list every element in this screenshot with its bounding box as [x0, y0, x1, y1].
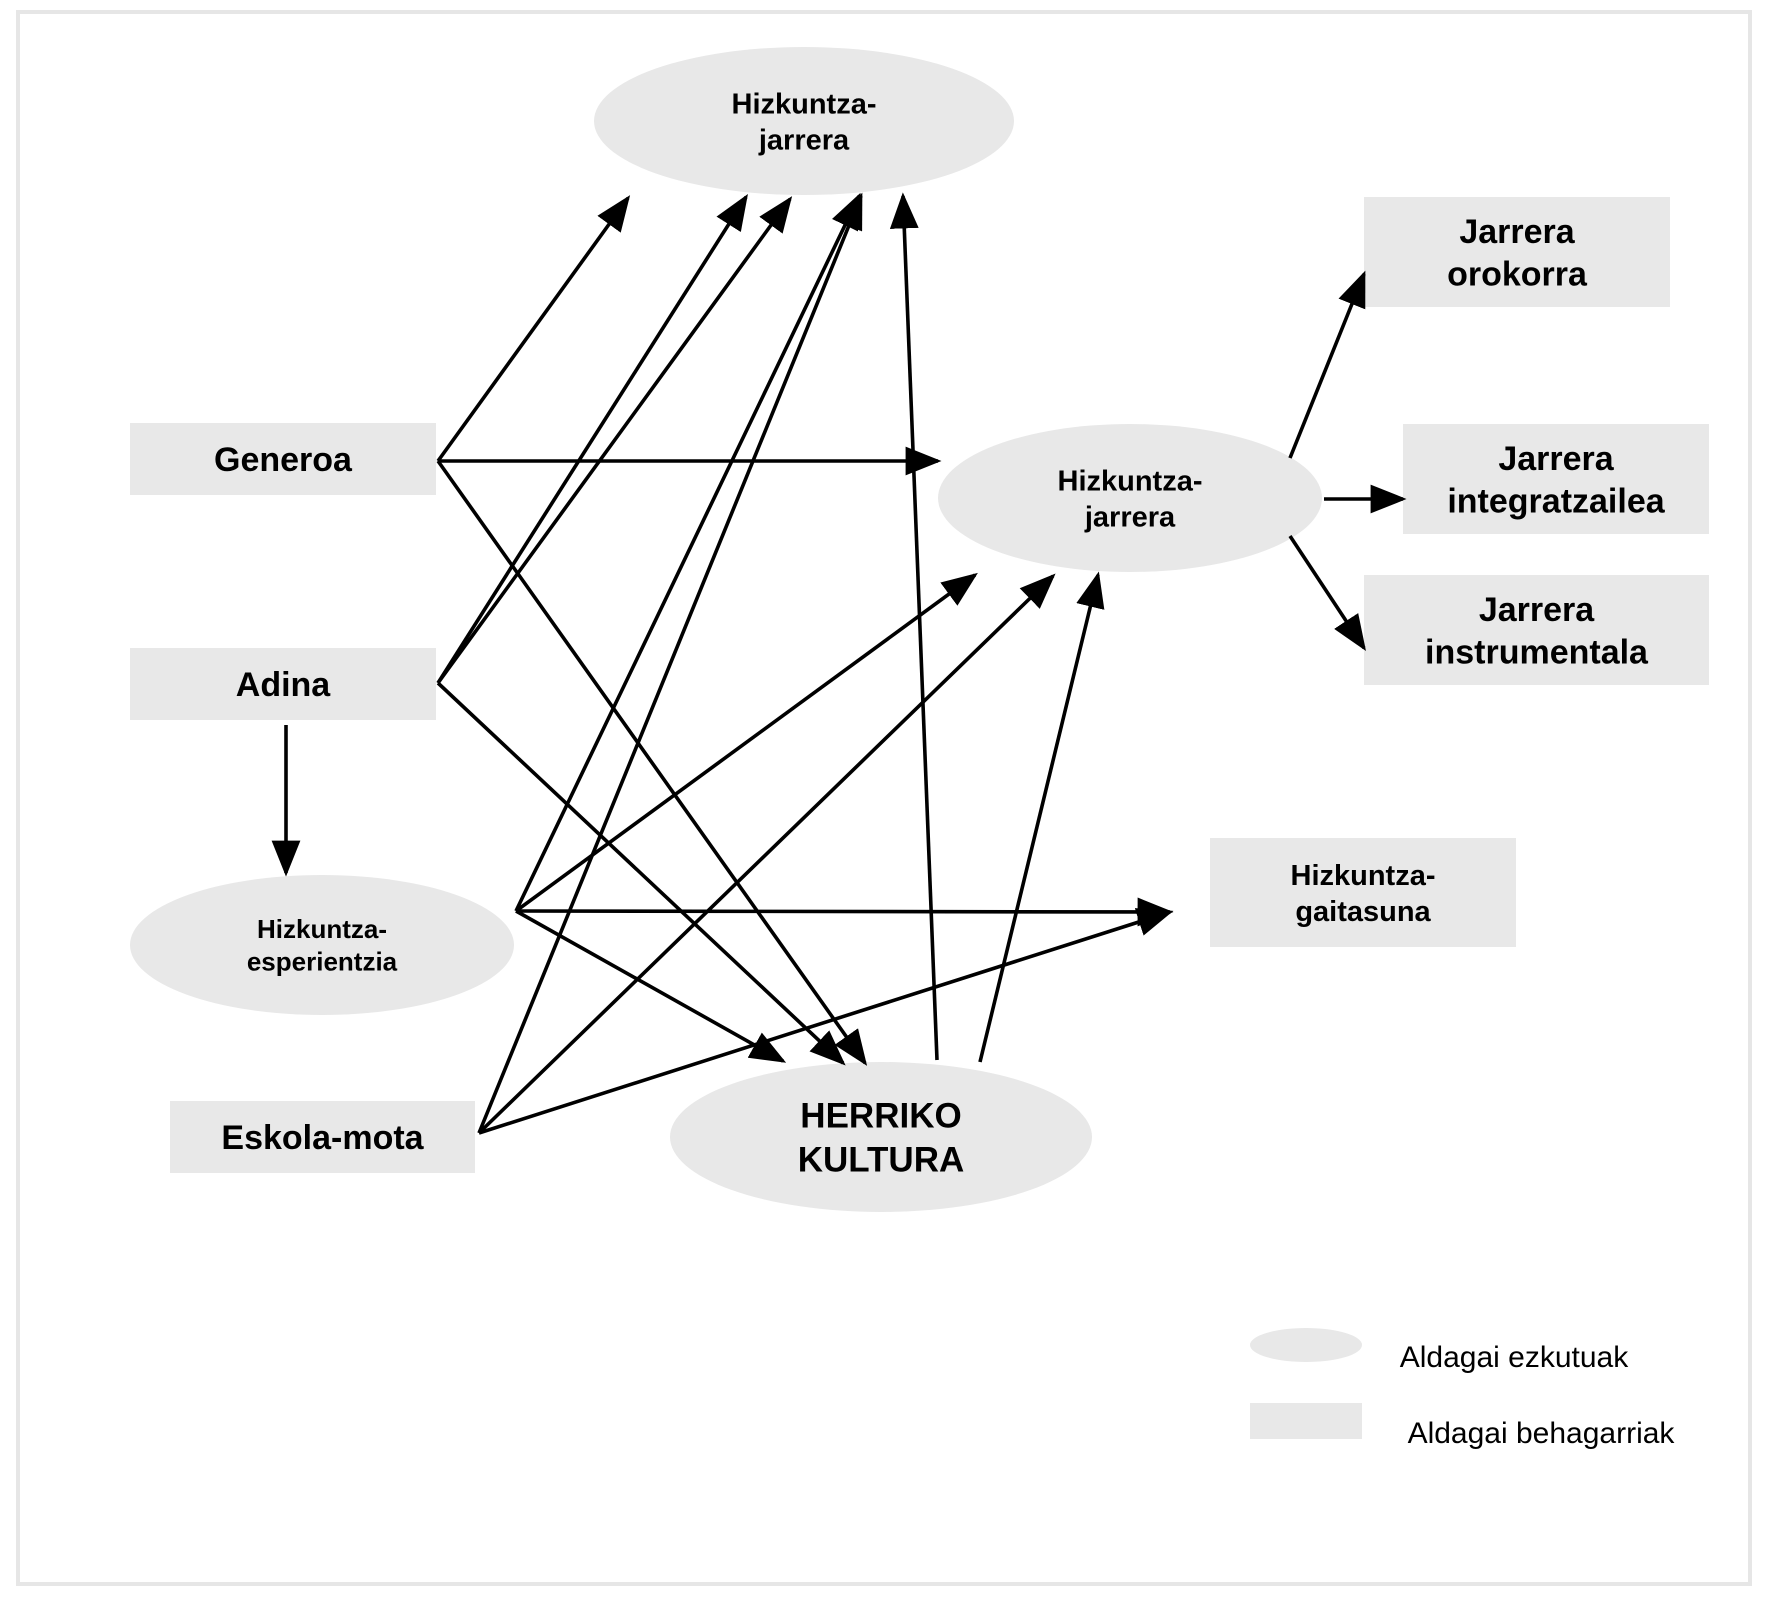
node-gaitasuna-label-0: Hizkuntza-: [1291, 860, 1436, 892]
node-attitude_mid-label-1: jarrera: [1084, 502, 1176, 534]
legend-observed-swatch: [1250, 1403, 1362, 1439]
node-generoa-label-0: Generoa: [214, 441, 353, 479]
legend-latent-label: Aldagai ezkutuak: [1400, 1341, 1629, 1374]
node-orokorra-label-1: orokorra: [1447, 255, 1588, 293]
node-eskola-box: [170, 1101, 475, 1173]
node-attitude_top-label-1: jarrera: [758, 125, 850, 157]
node-gaitasuna: Hizkuntza-gaitasuna: [1210, 838, 1516, 947]
node-orokorra: Jarrera orokorra: [1364, 197, 1670, 307]
edge-eskola-to-attitude_mid: [477, 573, 1056, 1135]
node-instrumentala-label-1: instrumentala: [1425, 633, 1649, 671]
node-herriko-label-1: KULTURA: [798, 1140, 965, 1179]
node-integratzailea-box: [1403, 424, 1709, 534]
node-attitude_mid-ellipse: [938, 424, 1322, 572]
node-layer: Hizkuntza-jarreraHizkuntza-jarreraGenero…: [130, 47, 1709, 1212]
edge-herriko-to-attitude_mid: [978, 571, 1105, 1063]
edge-generoa-to-herriko: [436, 459, 868, 1066]
edge-eskola-to-attitude_top: [477, 192, 863, 1134]
edge-layer: [271, 192, 1407, 1135]
edge-esperientzia-to-herriko: [515, 909, 787, 1063]
node-esperientzia-ellipse: [130, 875, 514, 1015]
node-esperientzia: Hizkuntza-esperientzia: [130, 875, 514, 1015]
node-gaitasuna-box: [1210, 838, 1516, 947]
node-attitude_top-ellipse: [594, 47, 1014, 195]
edge-eskola-to-gaitasuna: [478, 908, 1174, 1135]
node-instrumentala-label-0: Jarrera: [1479, 591, 1595, 629]
node-attitude_top-label-0: Hizkuntza-: [732, 88, 877, 120]
edge-adina-to-attitude_mid: [436, 196, 793, 685]
node-orokorra-box: [1364, 197, 1670, 307]
node-attitude_mid: Hizkuntza-jarrera: [938, 424, 1322, 572]
legend: Aldagai ezkutuak Aldagai behagarriak: [1250, 1328, 1675, 1450]
diagram-frame: [16, 10, 1752, 1586]
node-adina-label-0: Adina: [236, 666, 332, 704]
node-instrumentala-box: [1364, 575, 1709, 685]
node-integratzailea-label-0: Jarrera: [1498, 440, 1614, 478]
edge-adina-to-herriko: [436, 681, 846, 1066]
node-herriko-ellipse: [670, 1062, 1092, 1212]
node-adina: Adina: [130, 648, 436, 720]
node-eskola: Eskola-mota: [170, 1101, 475, 1173]
node-herriko-label-0: HERRIKO: [800, 1097, 961, 1136]
node-generoa-box: [130, 423, 436, 495]
edge-attitude_mid-to-orokorra: [1288, 270, 1366, 459]
edge-esperientzia-to-attitude_mid: [514, 572, 978, 913]
node-integratzailea-label-1: integratzailea: [1447, 482, 1665, 520]
edge-herriko-to-attitude_top: [889, 192, 939, 1061]
edge-esperientzia-to-gaitasuna: [515, 897, 1174, 927]
node-gaitasuna-label-1: gaitasuna: [1295, 896, 1431, 928]
edge-esperientzia-to-attitude_top: [514, 192, 861, 912]
node-esperientzia-label-1: esperientzia: [247, 947, 398, 977]
node-instrumentala: Jarrera instrumentala: [1364, 575, 1709, 685]
node-integratzailea: Jarrera integratzailea: [1403, 424, 1709, 534]
node-eskola-label-0: Eskola-mota: [221, 1119, 424, 1157]
node-attitude_top: Hizkuntza-jarrera: [594, 47, 1014, 195]
node-generoa: Generoa: [130, 423, 436, 495]
legend-observed-label: Aldagai behagarriak: [1408, 1417, 1676, 1450]
node-herriko: HERRIKO KULTURA: [670, 1062, 1092, 1212]
node-esperientzia-label-0: Hizkuntza-: [257, 914, 387, 944]
edge-adina-to-attitude_top: [436, 193, 748, 684]
legend-latent-swatch: [1250, 1328, 1362, 1362]
edge-generoa-to-attitude_top: [436, 195, 631, 463]
node-orokorra-label-0: Jarrera: [1459, 213, 1575, 251]
node-adina-box: [130, 648, 436, 720]
node-attitude_mid-label-0: Hizkuntza-: [1058, 465, 1203, 497]
edge-attitude_mid-to-instrumentala: [1288, 535, 1366, 652]
